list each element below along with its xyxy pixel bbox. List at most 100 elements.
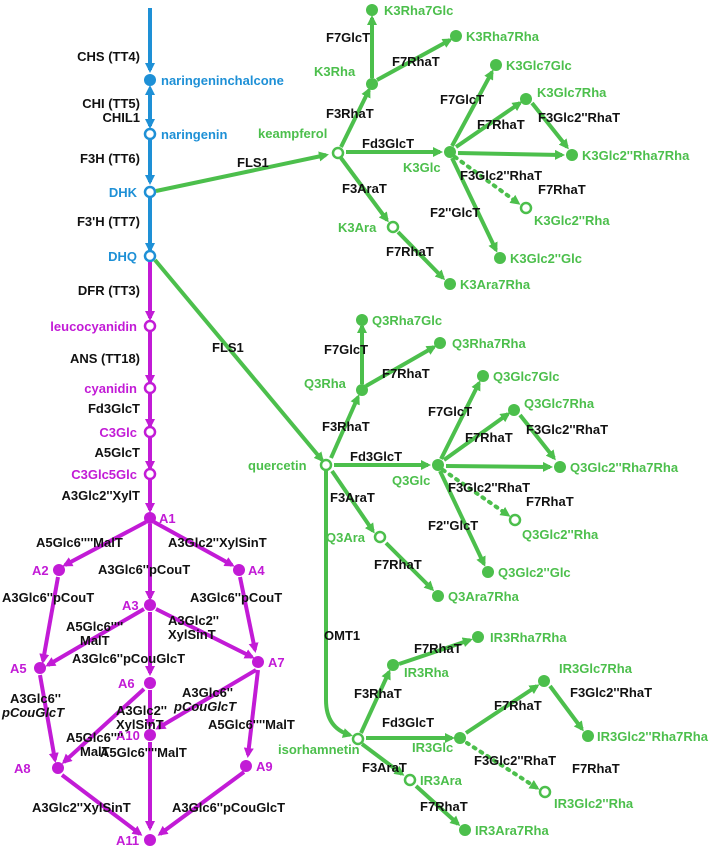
edge-q3glc-q3glc2rha — [441, 468, 511, 517]
enzyme-i-f7rhat-d: F7RhaT — [420, 799, 468, 814]
node-ir3rha7rha — [472, 631, 484, 643]
enzyme-a3glc6pcouglct-left-line2: pCouGlcT — [1, 705, 65, 720]
enzyme-k-f3glc2rhat-a: F3Glc2''RhaT — [538, 110, 620, 125]
edge-k3glc-k3glc7glc — [450, 69, 494, 147]
enzyme-a5glc6malt-e: A5Glc6''''MalT — [100, 745, 187, 760]
node-ir3ara — [403, 773, 417, 787]
edge-ir3rha-ir3rha7rha — [398, 637, 473, 666]
node-cyanidin — [143, 381, 157, 395]
core-labels: naringeninchalcone naringenin DHK DHQ CH… — [77, 49, 284, 264]
label-a5: A5 — [10, 661, 27, 676]
anthocyanin-nodes — [34, 319, 264, 846]
node-a4 — [233, 564, 245, 576]
enzyme-chs: CHS (TT4) — [77, 49, 140, 64]
label-a1: A1 — [159, 511, 176, 526]
enzyme-fd3glct-anthocyanin: Fd3GlcT — [88, 401, 140, 416]
label-k3glc2rha7rha: K3Glc2''Rha7Rha — [582, 148, 690, 163]
edge-a8-a11 — [60, 773, 143, 836]
label-q3glc7glc: Q3Glc7Glc — [493, 369, 559, 384]
enzyme-dfr: DFR (TT3) — [78, 283, 140, 298]
enzyme-a3glc2xylsint-c-line1: A3Glc2'' — [116, 703, 167, 718]
enzyme-a5glc6malt-top: A5Glc6''''MalT — [36, 535, 123, 550]
enzyme-omt1: OMT1 — [324, 628, 360, 643]
enzyme-a3glc6pcouglct-left-line1: A3Glc6'' — [10, 691, 61, 706]
enzyme-fls1-quercetin: FLS1 — [212, 340, 244, 355]
label-k3rha7rha: K3Rha7Rha — [466, 29, 540, 44]
enzyme-a5glc6malt-b-line2: MalT — [80, 633, 110, 648]
node-a10 — [144, 729, 156, 741]
enzyme-a3glc2xylsint-b-line1: A3Glc2'' — [168, 613, 219, 628]
node-q3glc2glc — [482, 566, 494, 578]
edge-k3glc-k3glc7rha — [454, 101, 523, 149]
node-quercetin — [319, 458, 333, 472]
label-ir3glc2rha7rha: IR3Glc2''Rha7Rha — [597, 729, 709, 744]
label-kaempferol: keampferol — [258, 126, 327, 141]
label-c3glc: C3Glc — [99, 425, 137, 440]
enzyme-a3glc6pcout-right: A3Glc6''pCouT — [190, 590, 282, 605]
edge-a1-a4 — [153, 520, 235, 567]
label-k3glc2rha: K3Glc2''Rha — [534, 213, 610, 228]
enzyme-q-f7rhat-a: F7RhaT — [382, 366, 430, 381]
enzyme-i-fd3glct: Fd3GlcT — [382, 715, 434, 730]
enzyme-i-f3glc2rhat-b: F3Glc2''RhaT — [474, 753, 556, 768]
label-k3glc2glc: K3Glc2''Glc — [510, 251, 582, 266]
enzyme-a3glc2xylsint-top: A3Glc2''XylSinT — [168, 535, 267, 550]
label-c3glc5glc: C3Glc5Glc — [71, 467, 137, 482]
node-ir3ara7rha — [459, 824, 471, 836]
edge-q3glc-q3glc7glc — [439, 380, 481, 460]
edge-ir3ara-ir3ara7rha — [414, 784, 461, 827]
enzyme-chil1: CHIL1 — [102, 110, 140, 125]
label-q3glc2rha7rha: Q3Glc2''Rha7Rha — [570, 460, 679, 475]
enzyme-k-f7rhat-b: F7RhaT — [477, 117, 525, 132]
label-q3ara7rha: Q3Ara7Rha — [448, 589, 520, 604]
node-a5 — [34, 662, 46, 674]
label-dhq: DHQ — [108, 249, 137, 264]
enzyme-a3glc2xylsint-bottom: A3Glc2''XylSinT — [32, 800, 131, 815]
enzyme-i-f3rhat: F3RhaT — [354, 686, 402, 701]
node-c3glc5glc — [143, 467, 157, 481]
label-ir3ara7rha: IR3Ara7Rha — [475, 823, 549, 838]
label-a8: A8 — [14, 761, 31, 776]
enzyme-a5glc6malt-c: A5Glc6''''MalT — [208, 717, 295, 732]
edge-kaempferol-k3rha — [339, 87, 371, 148]
node-isorhamnetin — [351, 732, 365, 746]
node-c3glc — [143, 425, 157, 439]
enzyme-i-f3glc2rhat-a: F3Glc2''RhaT — [570, 685, 652, 700]
label-ir3ara: IR3Ara — [420, 773, 463, 788]
enzyme-f3ph: F3'H (TT7) — [77, 214, 140, 229]
node-dhq — [143, 249, 157, 263]
enzyme-a5glc6malt-d-line2: MalT — [80, 744, 110, 759]
enzyme-q-f7glct: F7GlcT — [324, 342, 368, 357]
label-dhk: DHK — [109, 185, 138, 200]
label-a11: A11 — [116, 833, 139, 848]
node-a7 — [252, 656, 264, 668]
enzyme-i-f7rhat-a: F7RhaT — [414, 641, 462, 656]
label-ir3glc: IR3Glc — [412, 740, 453, 755]
edge-a3-a7 — [155, 607, 255, 659]
node-ir3glc — [454, 732, 466, 744]
node-q3glc7rha — [508, 404, 520, 416]
flavonol-edges — [153, 15, 584, 827]
enzyme-a3glc6pcout-middle: A3Glc6''pCouT — [98, 562, 190, 577]
enzyme-k-f3glc2rhat-b: F3Glc2''RhaT — [460, 168, 542, 183]
node-q3glc7glc — [477, 370, 489, 382]
label-k3rha7glc: K3Rha7Glc — [384, 3, 453, 18]
flavonol-nodes — [319, 4, 594, 836]
edge-dhq-quercetin — [153, 258, 324, 463]
edge-a2-a5 — [39, 576, 60, 664]
edge-q3glc-q3glc2rha7rha — [445, 461, 553, 472]
label-naringeninchalcone: naringeninchalcone — [161, 73, 284, 88]
label-a3: A3 — [122, 598, 139, 613]
edge-ir3glc7rha-ir3glc2rha7rha — [548, 684, 584, 732]
edge-a1-a2 — [62, 520, 147, 567]
node-a6 — [144, 677, 156, 689]
node-q3ara7rha — [432, 590, 444, 602]
enzyme-q-f3arat: F3AraT — [330, 490, 375, 505]
enzyme-ans: ANS (TT18) — [70, 351, 140, 366]
node-k3glc7glc — [490, 59, 502, 71]
node-a3 — [144, 599, 156, 611]
edge-k3ara-k3ara7rha — [396, 230, 446, 281]
edge-a4-a7 — [238, 576, 259, 653]
edge-isorhamnetin-ir3ara — [360, 742, 405, 776]
